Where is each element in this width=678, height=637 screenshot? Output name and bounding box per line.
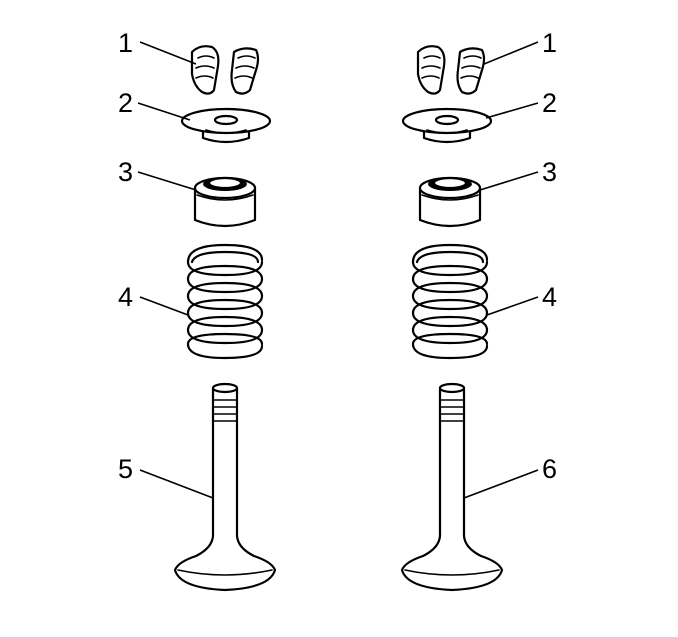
callout-right-valve: 6 (542, 454, 557, 484)
leader-right-valve (463, 469, 539, 499)
left-valve-stem-seal (193, 176, 257, 228)
leader-left-valve (139, 469, 214, 499)
callout-left-spring: 4 (118, 282, 133, 312)
callout-left-keepers: 1 (118, 28, 133, 58)
leader-right-retainer (485, 102, 539, 119)
callout-left-retainer: 2 (118, 88, 133, 118)
right-valve (400, 382, 504, 592)
right-valve-spring-retainer (401, 107, 493, 144)
leader-left-spring (139, 296, 189, 316)
right-valve-spring (411, 243, 489, 360)
left-valve-spring-retainer (180, 107, 272, 144)
left-assembly (173, 45, 277, 592)
leader-right-keepers (483, 41, 539, 65)
right-assembly (400, 45, 504, 592)
callout-left-valve: 5 (118, 454, 133, 484)
leader-left-seal (137, 171, 197, 191)
callout-right-spring: 4 (542, 282, 557, 312)
leader-right-seal (479, 171, 539, 191)
leader-left-retainer (137, 102, 191, 121)
right-valve-keepers (416, 45, 486, 95)
left-valve (173, 382, 277, 592)
leader-right-spring (486, 296, 539, 316)
callout-right-retainer: 2 (542, 88, 557, 118)
left-valve-spring (186, 243, 264, 360)
callout-left-seal: 3 (118, 157, 133, 187)
leader-lines (137, 41, 539, 499)
callout-right-seal: 3 (542, 157, 557, 187)
callout-labels: 1 2 3 4 5 1 2 3 4 6 (118, 28, 557, 484)
callout-right-keepers: 1 (542, 28, 557, 58)
leader-left-keepers (139, 41, 197, 65)
left-valve-keepers (190, 45, 260, 95)
right-valve-stem-seal (418, 176, 482, 228)
